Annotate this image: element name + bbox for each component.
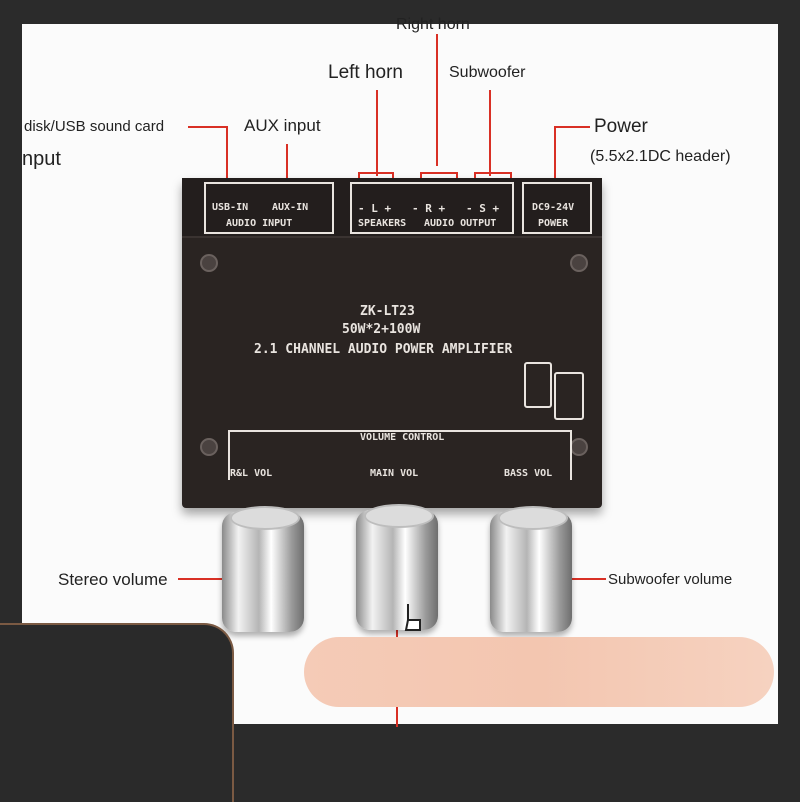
- pointer-subwoofer: [489, 90, 491, 176]
- label-input: nput: [22, 148, 61, 170]
- screw-bottom-left: [200, 438, 218, 456]
- label-aux-input: AUX input: [244, 116, 321, 135]
- label-usb-input: disk/USB sound card: [24, 118, 165, 135]
- pointer-usb: [188, 126, 228, 128]
- model-label: ZK-LT23: [360, 304, 415, 319]
- knob-label-rl: R&L VOL: [230, 468, 273, 479]
- pointer-stereo-volume: [178, 578, 264, 580]
- volume-control-label: VOLUME CONTROL: [360, 432, 445, 443]
- pointer-usb-down: [226, 126, 228, 180]
- main-volume-knob[interactable]: [356, 504, 438, 630]
- label-power-note: (5.5x2.1DC header): [590, 148, 731, 165]
- output-box: [350, 182, 514, 234]
- knob-label-main: MAIN VOL: [370, 468, 419, 479]
- l-pair-label: - L +: [358, 202, 392, 215]
- pointer-power: [554, 126, 590, 128]
- pointer-left-horn: [376, 90, 378, 176]
- audio-input-label: AUDIO INPUT: [226, 218, 293, 229]
- s-pair-label: - S +: [466, 202, 500, 215]
- screw-top-left: [200, 254, 218, 272]
- usb-in-label: USB-IN: [212, 202, 249, 213]
- pointer-aux: [286, 144, 288, 180]
- power-rating-label: 50W*2+100W: [342, 322, 421, 337]
- label-subwoofer: Subwoofer: [449, 64, 526, 81]
- power-label: POWER: [538, 218, 569, 229]
- screw-top-right: [570, 254, 588, 272]
- volume-panel: [228, 430, 572, 480]
- knob-label-bass: BASS VOL: [504, 468, 553, 479]
- label-power: Power: [594, 116, 648, 137]
- screw-bottom-right: [570, 438, 588, 456]
- amplifier-board: USB-IN AUX-IN AUDIO INPUT - L + - R + - …: [182, 178, 602, 508]
- knob-cap: [498, 506, 568, 530]
- bass-volume-knob[interactable]: [490, 506, 572, 632]
- aux-in-label: AUX-IN: [272, 202, 309, 213]
- decorative-corner-panel: [0, 623, 234, 802]
- speakers-label: SPEAKERS: [358, 218, 407, 229]
- pointer-right-horn: [436, 34, 438, 166]
- description-label: 2.1 CHANNEL AUDIO POWER AMPLIFIER: [254, 342, 513, 357]
- audio-output-label: AUDIO OUTPUT: [424, 218, 497, 229]
- stereo-volume-knob[interactable]: [222, 506, 304, 632]
- hand-pointer-icon: [398, 602, 428, 636]
- speaker-icon-2: [554, 372, 584, 420]
- pointer-power-down: [554, 126, 556, 180]
- input-box: [204, 182, 334, 234]
- bottom-stripe: [232, 727, 800, 800]
- r-pair-label: - R +: [412, 202, 446, 215]
- speaker-icon: [524, 362, 552, 408]
- connector-panel: [182, 178, 602, 238]
- label-stereo-volume: Stereo volume: [58, 570, 168, 589]
- label-subwoofer-volume: Subwoofer volume: [608, 571, 733, 588]
- label-left-horn: Left horn: [328, 62, 403, 83]
- label-right-horn: Right horn: [396, 16, 470, 33]
- decorative-banner: [304, 637, 774, 707]
- knob-cap: [364, 504, 434, 528]
- knob-cap: [230, 506, 300, 530]
- dc-label: DC9-24V: [532, 202, 575, 213]
- product-photo: Right horn Left horn Subwoofer disk/USB …: [22, 16, 778, 732]
- power-box: [522, 182, 592, 234]
